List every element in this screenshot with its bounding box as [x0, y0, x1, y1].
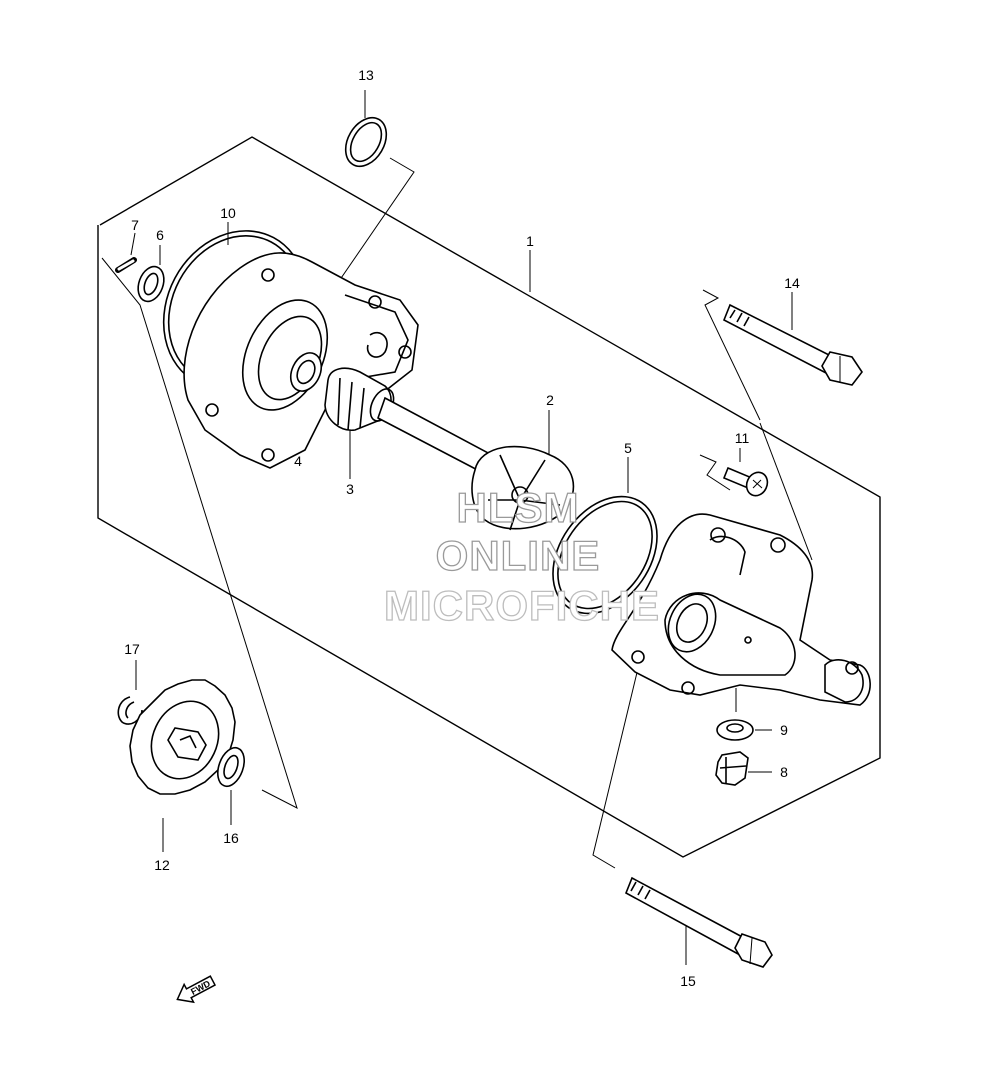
callout-7: 7: [131, 217, 139, 233]
fwd-arrow-icon: FWD: [176, 975, 217, 1004]
watermark-line-3: MICROFICHE: [384, 582, 660, 629]
part-12-gear[interactable]: [129, 679, 236, 795]
callout-16: 16: [223, 830, 239, 846]
callout-8: 8: [780, 764, 788, 780]
part-15-bolt[interactable]: [624, 876, 773, 968]
watermark: HLSM ONLINE MICROFICHE: [383, 483, 660, 629]
callout-2: 2: [546, 392, 554, 408]
callout-10: 10: [220, 205, 236, 221]
part-14-bolt[interactable]: [722, 303, 863, 386]
part-4-oil-seal[interactable]: [285, 348, 327, 396]
callout-11: 11: [735, 430, 750, 446]
part-5-o-ring[interactable]: [531, 477, 678, 633]
leader-lines: [101, 90, 813, 965]
assembly-outline: [97, 136, 881, 858]
part-2-impeller[interactable]: [471, 445, 575, 531]
callout-9: 9: [780, 722, 788, 738]
part-13-o-ring[interactable]: [337, 110, 394, 173]
callout-3: 3: [346, 481, 354, 497]
part-11-screw[interactable]: [722, 466, 771, 499]
part-6-washer[interactable]: [134, 263, 169, 305]
callout-12: 12: [154, 857, 170, 873]
callout-1: 1: [526, 233, 534, 249]
watermark-line-1: HLSM: [457, 484, 580, 531]
callout-4: 4: [294, 453, 302, 469]
watermark-line-2: ONLINE: [436, 532, 601, 579]
callout-5: 5: [624, 440, 632, 456]
callout-17: 17: [124, 641, 140, 657]
callout-15: 15: [680, 973, 696, 989]
part-8-drain-bolt[interactable]: [715, 751, 749, 786]
callout-labels: 13 1 10 6 7 14 2 11 5 4 3 9 8 17 16 12 1…: [124, 67, 800, 989]
callout-6: 6: [156, 227, 164, 243]
part-9-washer[interactable]: [716, 719, 754, 741]
part-7-dowel-pin[interactable]: [115, 257, 137, 273]
pump-cover[interactable]: [611, 513, 871, 706]
callout-13: 13: [358, 67, 374, 83]
part-16-washer[interactable]: [213, 744, 249, 790]
callout-14: 14: [784, 275, 800, 291]
